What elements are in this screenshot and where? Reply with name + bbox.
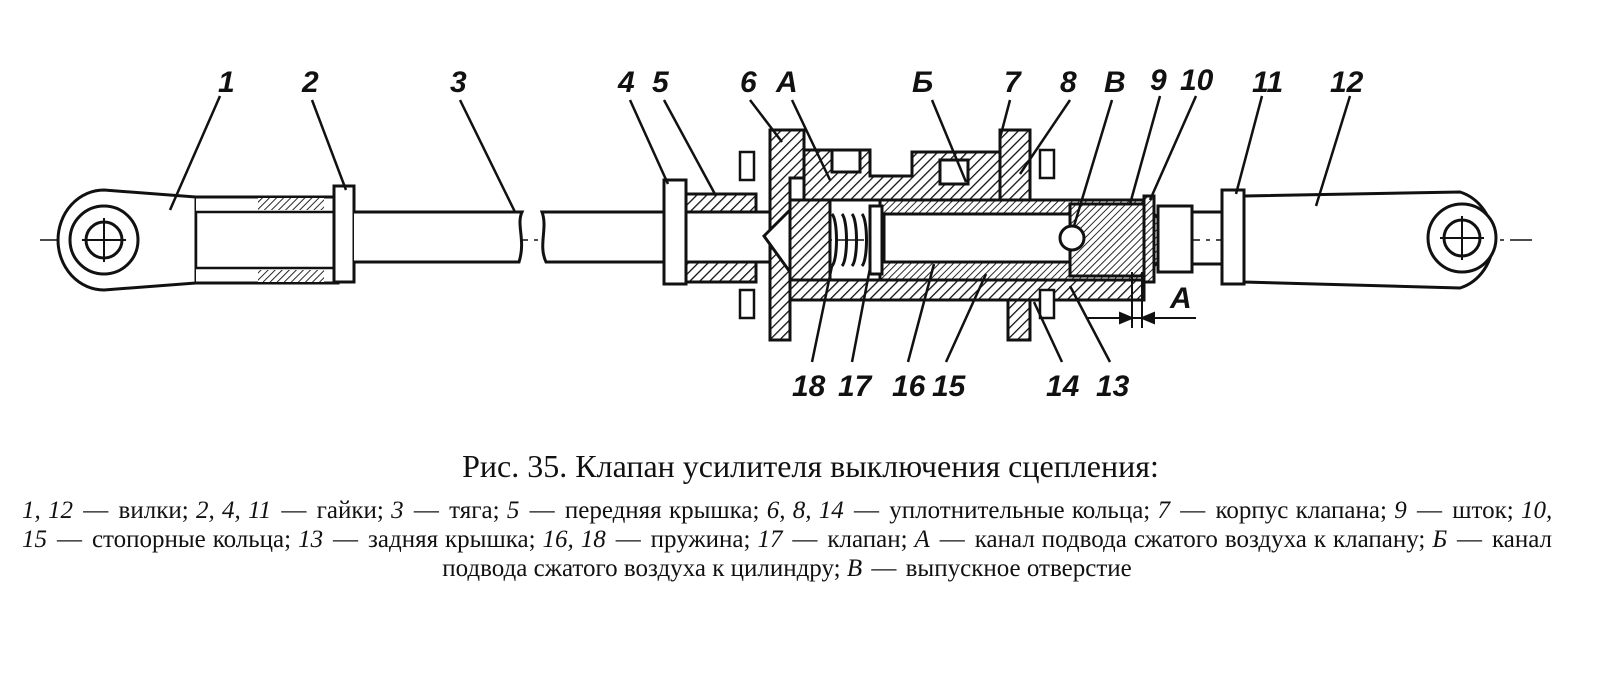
legend-entry: 10, 15 — стопорные кольца; xyxy=(22,497,1552,553)
tie-rod xyxy=(354,210,666,264)
legend-refs: 16, 18 xyxy=(542,526,606,553)
dimension-a xyxy=(1088,272,1196,328)
legend-refs: 5 xyxy=(506,497,520,524)
legend-entry: 13 — задняя крышка; xyxy=(298,526,535,553)
legend-entry: 17 — клапан; xyxy=(757,526,907,553)
legend-entry: В — выпускное отверстие xyxy=(847,555,1132,582)
right-fork xyxy=(1192,190,1498,290)
legend-dash: — xyxy=(871,555,897,582)
callout-17: 17 xyxy=(838,370,873,403)
left-nut xyxy=(332,184,356,284)
callout-2: 2 xyxy=(301,66,319,99)
legend-dash: — xyxy=(939,526,965,553)
legend-text: гайки; xyxy=(316,497,384,524)
legend-entry: 9 — шток; xyxy=(1394,497,1513,524)
callout-1: 1 xyxy=(218,66,235,99)
legend-entry: 6, 8, 14 — уплотнительные кольца; xyxy=(767,497,1151,524)
legend-dash: — xyxy=(792,526,818,553)
callout-14: 14 xyxy=(1046,370,1080,403)
legend-dash: — xyxy=(413,497,439,524)
legend-entry: 16, 18 — пружина; xyxy=(543,526,751,553)
callout-12: 12 xyxy=(1330,66,1364,99)
callout-10: 10 xyxy=(1180,64,1214,97)
legend-refs: 3 xyxy=(391,497,404,524)
legend-text: тяга; xyxy=(449,497,500,524)
callout-18: 18 xyxy=(792,370,826,403)
legend-refs: 6, 8, 14 xyxy=(766,497,844,524)
legend-text: стопорные кольца; xyxy=(91,526,292,553)
callout-7: 7 xyxy=(1004,66,1022,99)
legend-text: передняя крышка; xyxy=(564,497,760,524)
spring xyxy=(830,204,884,276)
legend-text: уплотнительные кольца; xyxy=(889,497,1151,524)
legend-dash: — xyxy=(333,526,359,553)
callout-A: А xyxy=(775,66,798,99)
front-nut xyxy=(662,178,688,286)
legend-refs: 10, 15 xyxy=(22,497,1553,553)
callout-9: 9 xyxy=(1150,64,1167,97)
callout-B: Б xyxy=(912,66,933,99)
leader-lines xyxy=(168,95,1352,363)
callout-15: 15 xyxy=(932,370,967,403)
legend-dash: — xyxy=(615,526,641,553)
legend-refs: 7 xyxy=(1157,497,1171,524)
legend-dash: — xyxy=(854,497,879,524)
callout-4: 4 xyxy=(617,66,635,99)
legend-text: задняя крышка; xyxy=(368,526,536,553)
right-nut xyxy=(1220,188,1246,286)
callout-11: 11 xyxy=(1252,66,1283,99)
legend-dash: — xyxy=(281,497,307,524)
legend-text: шток; xyxy=(1452,497,1514,524)
callout-8: 8 xyxy=(1060,66,1077,99)
callout-3: 3 xyxy=(450,66,467,99)
callout-16: 16 xyxy=(892,370,926,403)
callout-13: 13 xyxy=(1096,370,1130,403)
legend-dash: — xyxy=(1416,497,1442,524)
figure-legend: 1, 12 — вилки; 2, 4, 11 — гайки; 3 — тяг… xyxy=(22,496,1552,583)
left-fork xyxy=(56,188,340,292)
legend-entry: 3 — тяга; xyxy=(391,497,499,524)
legend-refs: А xyxy=(914,526,930,553)
legend-entry: 5 — передняя крышка; xyxy=(507,497,760,524)
legend-refs: В xyxy=(846,555,863,582)
legend-text: вилки; xyxy=(118,497,189,524)
legend-dash: — xyxy=(1180,497,1206,524)
legend-entry: 2, 4, 11 — гайки; xyxy=(196,497,384,524)
callout-5: 5 xyxy=(652,66,670,99)
legend-dash: — xyxy=(1457,526,1483,553)
legend-dash: — xyxy=(83,497,109,524)
legend-refs: 2, 4, 11 xyxy=(195,497,272,524)
legend-refs: 13 xyxy=(298,526,324,553)
callout-6: 6 xyxy=(740,66,757,99)
legend-entry: 1, 12 — вилки; xyxy=(22,497,189,524)
legend-text: корпус клапана; xyxy=(1215,497,1387,524)
legend-refs: 1, 12 xyxy=(22,497,74,524)
legend-text: выпускное отверстие xyxy=(905,555,1132,582)
callout-V: В xyxy=(1104,66,1126,99)
legend-refs: 9 xyxy=(1394,497,1407,524)
callout-A-dimension: А xyxy=(1169,282,1192,315)
body-bolts xyxy=(738,148,1056,320)
legend-refs: Б xyxy=(1432,526,1448,553)
legend-entry: Б — канал подвода сжатого воздуха к цили… xyxy=(442,526,1552,582)
rear-cover xyxy=(1142,194,1194,284)
legend-entry: А — канал подвода сжатого воздуха к клап… xyxy=(915,526,1426,553)
legend-text: канал подвода сжатого воздуха к клапану; xyxy=(974,526,1426,553)
legend-dash: — xyxy=(529,497,555,524)
legend-entry: 7 — корпус клапана; xyxy=(1158,497,1387,524)
legend-text: пружина; xyxy=(650,526,751,553)
figure-caption-title: Рис. 35. Клапан усилителя выключения сце… xyxy=(462,448,1159,484)
legend-text: клапан; xyxy=(827,526,908,553)
legend-text: канал подвода сжатого воздуха к цилиндру… xyxy=(442,526,1553,582)
legend-dash: — xyxy=(56,526,82,553)
legend-refs: 17 xyxy=(757,526,783,553)
